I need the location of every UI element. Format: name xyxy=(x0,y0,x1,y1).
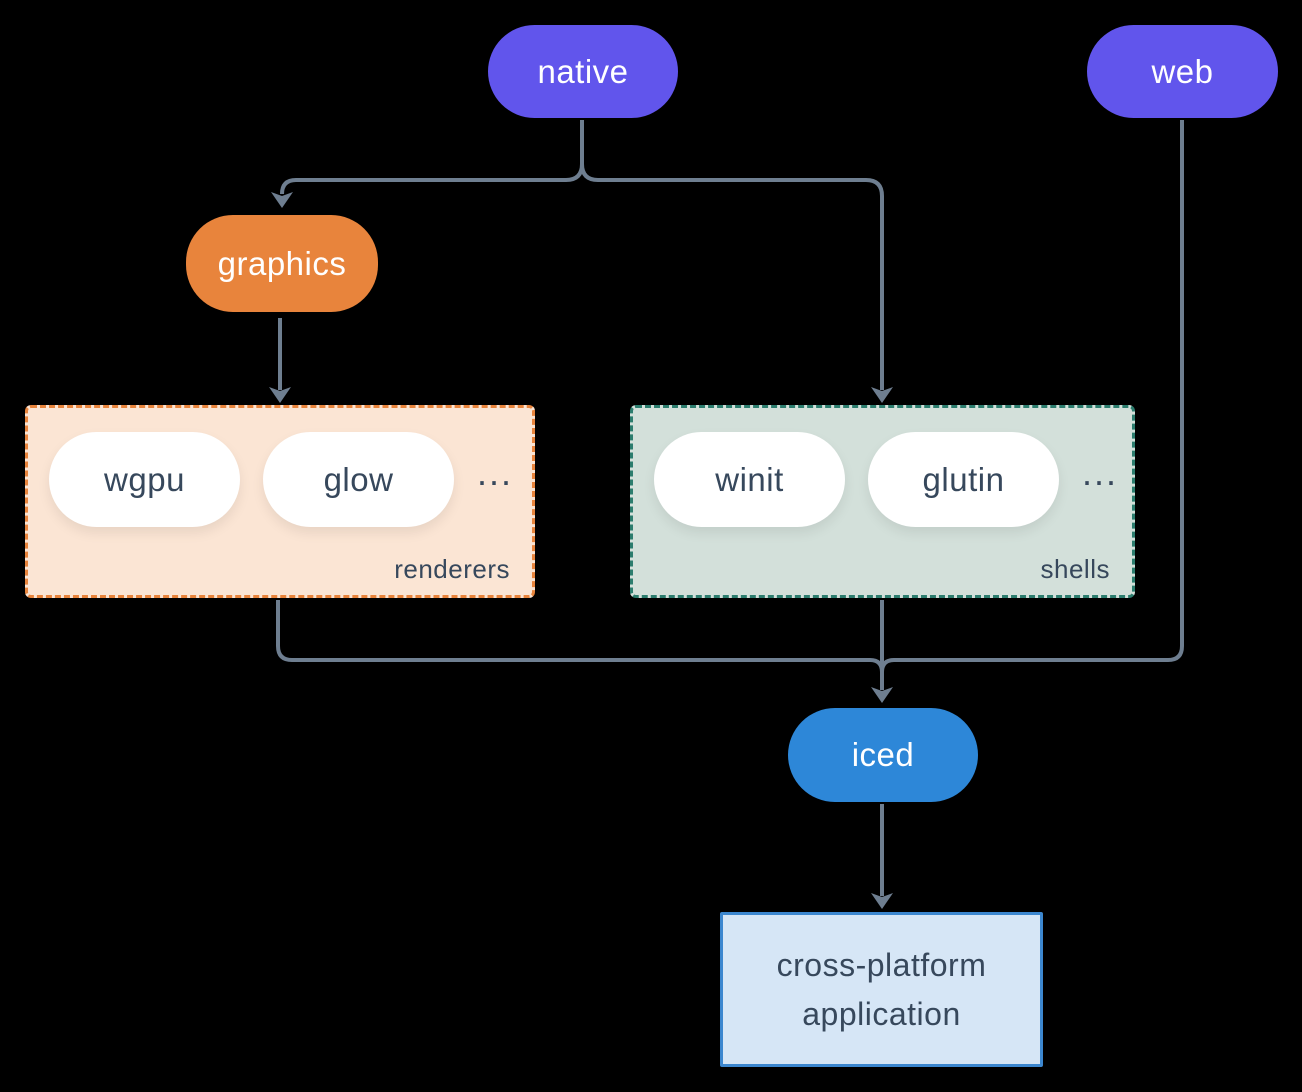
group-shells: winit glutin ... shells xyxy=(630,405,1135,598)
node-cross-platform-application: cross-platform application xyxy=(720,912,1043,1067)
arrowhead-renderers xyxy=(269,387,291,403)
shells-row: winit glutin ... xyxy=(633,408,1132,527)
edge-renderers-iced xyxy=(276,600,884,673)
renderers-row: wgpu glow ... xyxy=(28,408,532,527)
app-label: cross-platform application xyxy=(776,946,987,1032)
node-winit: winit xyxy=(654,432,845,527)
renderers-label: renderers xyxy=(394,554,510,584)
node-graphics: graphics xyxy=(186,215,378,312)
arrowhead-graphics xyxy=(271,192,293,208)
node-glutin: glutin xyxy=(868,432,1059,527)
node-iced: iced xyxy=(788,708,978,802)
arrowhead-iced xyxy=(871,687,893,703)
shells-ellipsis: ... xyxy=(1082,451,1119,493)
arrowhead-app xyxy=(871,893,893,909)
shells-label: shells xyxy=(1040,554,1110,584)
node-native: native xyxy=(488,25,678,118)
node-wgpu: wgpu xyxy=(49,432,240,527)
arrowhead-shells xyxy=(871,387,893,403)
node-glow: glow xyxy=(263,432,454,527)
group-renderers: wgpu glow ... renderers xyxy=(25,405,535,598)
edge-native-graphics xyxy=(280,120,584,195)
renderers-ellipsis: ... xyxy=(477,451,514,493)
node-web: web xyxy=(1087,25,1278,118)
edge-native-shells xyxy=(580,120,884,390)
